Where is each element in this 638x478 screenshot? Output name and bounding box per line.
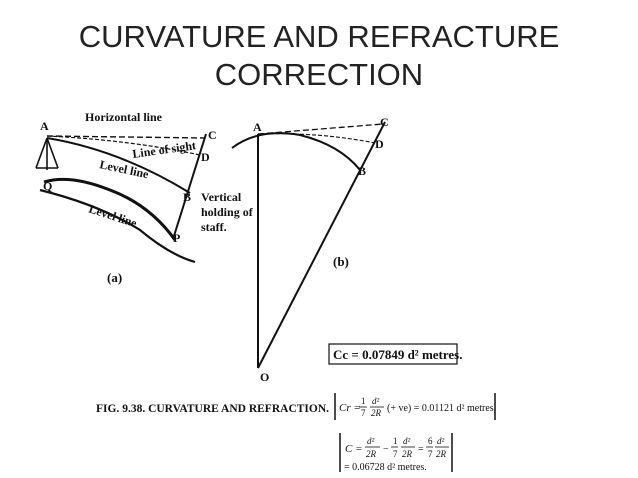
level-line-lower [39, 188, 196, 264]
formula-c-term5-num: d² [437, 436, 445, 446]
figure-a-caption: (a) [107, 270, 122, 285]
level-line-lower-label: Level line [87, 202, 139, 231]
level-arc-b [231, 132, 361, 171]
formula-c-term2-den: 7 [393, 449, 398, 459]
point-a-b-label: A [253, 120, 262, 134]
formula-c-term4-den: 7 [428, 449, 433, 459]
formula-cr-lhs: Cr = [339, 402, 361, 414]
point-b-label: B [183, 190, 191, 204]
title-line-1: CURVATURE AND REFRACTURE [78, 19, 560, 54]
formula-cr-frac2-num: d² [372, 396, 380, 406]
point-c-label: C [208, 128, 217, 142]
formula-c-result: = 0.06728 d² metres. [344, 462, 427, 473]
figure-a: A C D B Q P Horizontal line Line of sigh… [35, 110, 254, 285]
point-p-label: P [173, 231, 180, 245]
formula-cc: Cc = 0.07849 d² metres. [328, 343, 463, 365]
point-c-b-label: C [380, 115, 389, 129]
formula-c: C = d² 2R − 1 7 d² 2R = 6 7 d² 2R = 0.06… [339, 433, 453, 473]
slide-title: CURVATURE AND REFRACTURE CORRECTION [0, 18, 638, 94]
formula-c-term2-num: 1 [393, 436, 398, 446]
horizontal-line [46, 135, 206, 139]
vertical-staff [173, 133, 207, 237]
figure-b: A C D B O (b) [231, 115, 389, 384]
formula-c-term3-num: d² [403, 436, 411, 446]
line-of-sight [46, 135, 201, 156]
formula-cr-frac1-den: 7 [361, 408, 366, 418]
point-b-b-label: B [358, 164, 366, 178]
formula-cr-frac2-den: 2R [371, 408, 382, 418]
formula-c-equals: = [418, 444, 424, 455]
formula-cc-text: Cc = 0.07849 d² metres. [333, 347, 463, 362]
point-d-b-label: D [375, 137, 384, 151]
horizontal-line-label: Horizontal line [85, 110, 163, 124]
ground-surface [43, 177, 177, 241]
title-line-2: CORRECTION [214, 57, 424, 92]
level-line-upper [46, 137, 191, 194]
point-a-label: A [40, 119, 49, 133]
figure-caption: FIG. 9.38. CURVATURE AND REFRACTION. [96, 403, 329, 415]
formula-c-term5-den: 2R [436, 449, 447, 459]
formula-cr: Cr = 1 7 d² 2R (+ ve) = 0.01121 d² metre… [334, 393, 496, 420]
formula-cr-frac1-num: 1 [361, 396, 366, 406]
figure-b-caption: (b) [333, 254, 349, 269]
point-o-label: O [260, 370, 269, 384]
vertical-staff-label-3: staff. [201, 220, 227, 234]
formula-c-term3-den: 2R [402, 449, 413, 459]
formula-c-lhs: C = [345, 443, 363, 455]
vertical-staff-label-1: Vertical [201, 190, 242, 204]
formula-c-term1-num: d² [367, 436, 375, 446]
point-q-label: Q [43, 179, 52, 193]
tripod-icon [35, 137, 59, 170]
point-d-label: D [201, 150, 210, 164]
formula-c-term4-num: 6 [428, 436, 433, 446]
formula-c-minus: − [383, 444, 389, 455]
line-of-sight-b [257, 133, 376, 144]
line-of-sight-label: Line of sight [131, 138, 196, 161]
vertical-staff-label-2: holding of [201, 205, 254, 219]
formula-cr-rhs: (+ ve) = 0.01121 d² metres, [387, 403, 496, 414]
radius-ob [257, 121, 386, 369]
formula-c-term1-den: 2R [366, 449, 377, 459]
